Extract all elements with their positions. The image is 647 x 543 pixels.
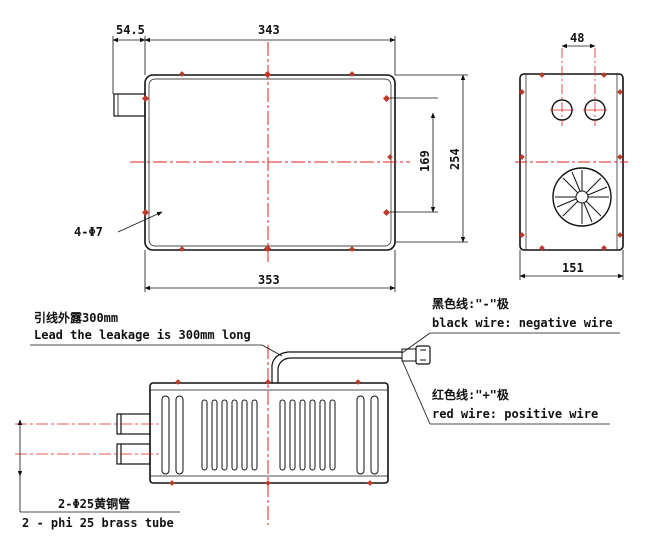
top-view: 343 54.5 353 254 169 4-Φ7 [74,23,468,292]
dim-top-label: 343 [258,23,280,37]
mount-hole [387,154,393,160]
mount-hole [141,208,150,217]
dim-pipe-spacing-label: 48 [570,31,584,45]
fan-icon [552,167,612,227]
lead-note-en: Lead the leakage is 300mm long [34,328,251,342]
mount-hole [179,71,185,77]
front-view-body [149,382,389,484]
mount-hole [349,246,355,252]
mount-hole [382,94,391,103]
black-wire-cn: 黑色线:"-"极 [432,296,510,311]
red-wire-cn: 红色线:"+"极 [432,387,510,402]
side-view-holes [519,72,623,251]
side-view-pipe-openings [550,99,607,121]
front-view: 引线外露300mm Lead the leakage is 300mm long… [15,296,620,530]
top-view-pipe [113,93,146,117]
dim-bottom-label: 353 [258,273,280,287]
brass-tubes [116,413,151,465]
red-wire-en: red wire: positive wire [432,407,598,421]
mount-hole [382,208,391,217]
front-view-holes [169,379,373,486]
dim-offset-label: 54.5 [116,23,145,37]
lead-wire [271,345,431,383]
dim-hole-spacing-label: 169 [418,150,432,172]
mount-hole [141,94,150,103]
dim-width-label: 151 [562,261,584,275]
hole-note-label: 4-Φ7 [74,225,103,239]
tube-note-en: 2 - phi 25 brass tube [22,516,174,530]
front-view-fins [161,395,379,475]
dim-height-label: 254 [448,148,462,170]
lead-note-cn: 引线外露300mm [34,310,118,325]
side-view: 48 151 [515,31,628,280]
mount-hole [179,246,185,252]
tube-note-cn: 2-Φ25黄铜管 [58,496,130,511]
black-wire-en: black wire: negative wire [432,316,613,330]
mount-hole [349,71,355,77]
mount-hole [263,244,272,253]
top-view-mounting-holes [141,70,393,253]
